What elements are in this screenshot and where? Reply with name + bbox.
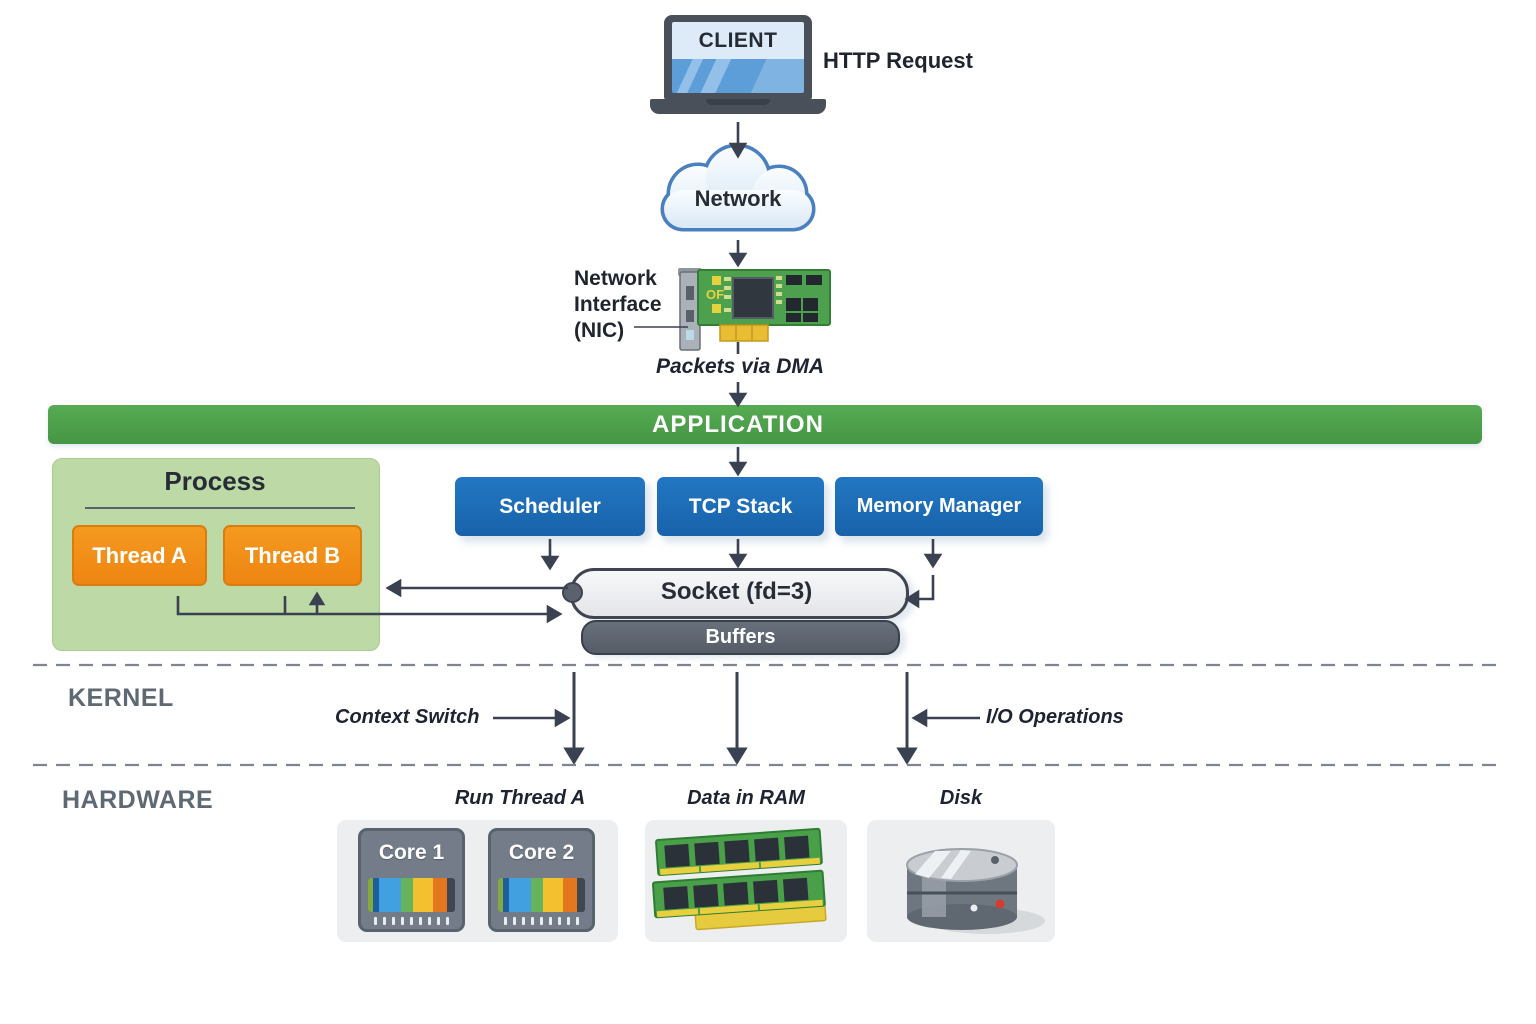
buffers-label: Buffers [705,626,776,648]
core-2-label: Core 2 [508,841,575,864]
kernel-arrow-left [563,672,585,765]
tcp-stack-label: TCP Stack [688,494,793,518]
socket-label: Socket (fd=3) [660,578,813,605]
thread-b-box: Thread B [223,525,362,586]
arrow-context-switch [493,708,571,728]
core-1-usage-meter [368,878,455,912]
run-thread-a-caption: Run Thread A [454,787,586,809]
arrow-memory-socket-bend [904,575,935,609]
nic-board-text: OF [706,287,724,302]
io-operations-label: I/O Operations [986,706,1124,728]
kernel-arrow-right [896,672,918,765]
ram-icon [652,827,827,931]
socket-pill [570,568,909,619]
process-title: Process [164,466,266,496]
nic-main-chip [732,277,774,319]
arrow-scheduler-to-socket [540,539,560,571]
buffers-bar: Buffers [581,620,900,655]
nic-label-line: (NIC) [574,319,625,342]
arrow-tcp-to-socket [728,539,748,569]
network-cloud-icon [660,144,816,232]
nic-label-line: Network [574,267,657,290]
thread-b-label: Thread B [244,542,341,568]
thread-a-label: Thread A [92,542,187,568]
tcp-stack-box: TCP Stack [657,477,824,536]
arrow-application-to-tcp [728,447,748,477]
arrow-network-to-nic [728,240,748,268]
kernel-layer-label: KERNEL [68,684,174,712]
core-1-ticks [368,917,455,926]
scheduler-box: Scheduler [455,477,645,536]
nic-icon: OF [678,268,831,351]
application-banner [48,405,1482,444]
arrow-socket-to-process [385,578,568,598]
arrow-io-operations [911,708,980,728]
network-cloud-label: Network [694,186,782,211]
scheduler-label: Scheduler [499,494,601,518]
nic-label-line: Interface [574,293,662,316]
thread-a-box: Thread A [72,525,207,586]
disk-caption: Disk [939,787,983,809]
core-2-usage-meter [498,878,585,912]
context-switch-label: Context Switch [335,706,480,728]
packets-via-dma-label: Packets via DMA [655,355,825,378]
core-2-ticks [498,917,585,926]
nic-edge-connector [719,324,769,342]
laptop-trackpad-notch [706,99,770,105]
cloud-body [664,147,812,228]
arrow-dma-to-application [728,382,748,408]
core-1-label: Core 1 [378,841,445,864]
arrow-process-to-socket-head [546,604,563,624]
client-device-label: CLIENT [698,29,778,52]
data-in-ram-caption: Data in RAM [687,787,805,809]
arrow-memory-to-socket [923,539,943,569]
nic-label: Network Interface (NIC) [574,266,694,344]
laptop-base [650,99,826,114]
kernel-arrow-middle [726,672,748,765]
application-banner-label: APPLICATION [652,410,824,438]
cpu-core-1-icon: Core 1 [358,828,465,932]
disk-icon [906,848,1045,934]
memory-manager-label: Memory Manager [856,495,1022,517]
laptop-screen-display [672,22,804,93]
memory-manager-box: Memory Manager [835,477,1043,536]
cpu-core-2-icon: Core 2 [488,828,595,932]
hardware-layer-label: HARDWARE [62,786,214,814]
http-request-label: HTTP Request [823,48,973,73]
